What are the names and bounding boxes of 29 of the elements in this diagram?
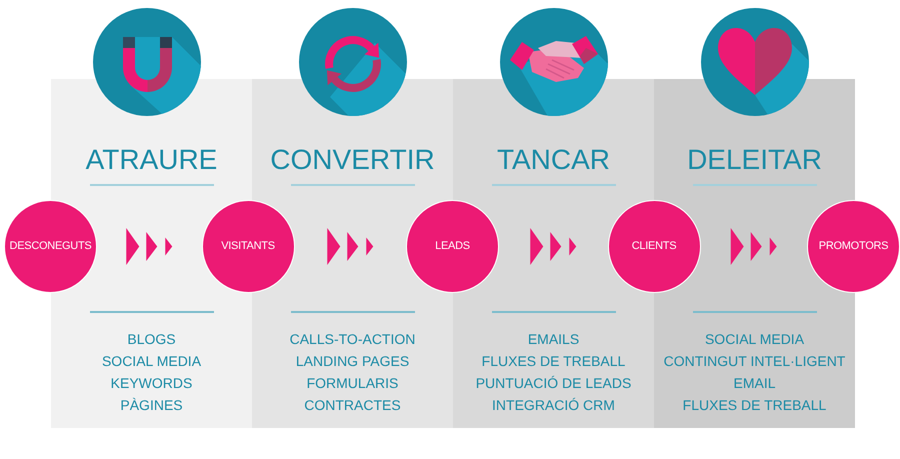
list-item: CONTINGUT INTEL·LIGENT xyxy=(664,352,846,371)
list-item: EMAIL xyxy=(733,374,776,393)
stage-label: CLIENTS xyxy=(632,240,676,254)
list-item: SOCIAL MEDIA xyxy=(102,352,202,371)
list-item: PUNTUACIÓ DE LEADS xyxy=(476,374,632,393)
stage-heading: DELEITAR xyxy=(687,146,822,174)
stage-label: VISITANTS xyxy=(221,240,275,254)
chevron-arrow xyxy=(126,228,172,265)
list-item: KEYWORDS xyxy=(110,374,192,393)
stage-label: DESCONEGUTS xyxy=(10,240,92,254)
chevron-arrow xyxy=(327,228,374,265)
list-item: FLUXES DE TREBALL xyxy=(482,352,626,371)
list-item: FORMULARIS xyxy=(306,374,398,393)
stage-label: PROMOTORS xyxy=(818,240,888,254)
stage-heading: ATRAURE xyxy=(86,146,218,174)
list-item: CALLS-TO-ACTION xyxy=(290,330,416,349)
stage-heading: CONVERTIR xyxy=(270,146,435,174)
list-item: INTEGRACIÓ CRM xyxy=(492,396,615,415)
list-item: CONTRACTES xyxy=(304,396,401,415)
list-item: LANDING PAGES xyxy=(296,352,410,371)
list-item: FLUXES DE TREBALL xyxy=(682,396,826,415)
chevron-arrow xyxy=(530,228,576,265)
stage-label: LEADS xyxy=(435,240,470,254)
list-item: BLOGS xyxy=(127,330,176,349)
list-item: EMAILS xyxy=(528,330,580,349)
list-item: PÀGINES xyxy=(120,396,183,415)
list-item: SOCIAL MEDIA xyxy=(704,330,804,349)
chevron-arrow xyxy=(730,228,777,265)
stage-heading: TANCAR xyxy=(496,146,610,174)
